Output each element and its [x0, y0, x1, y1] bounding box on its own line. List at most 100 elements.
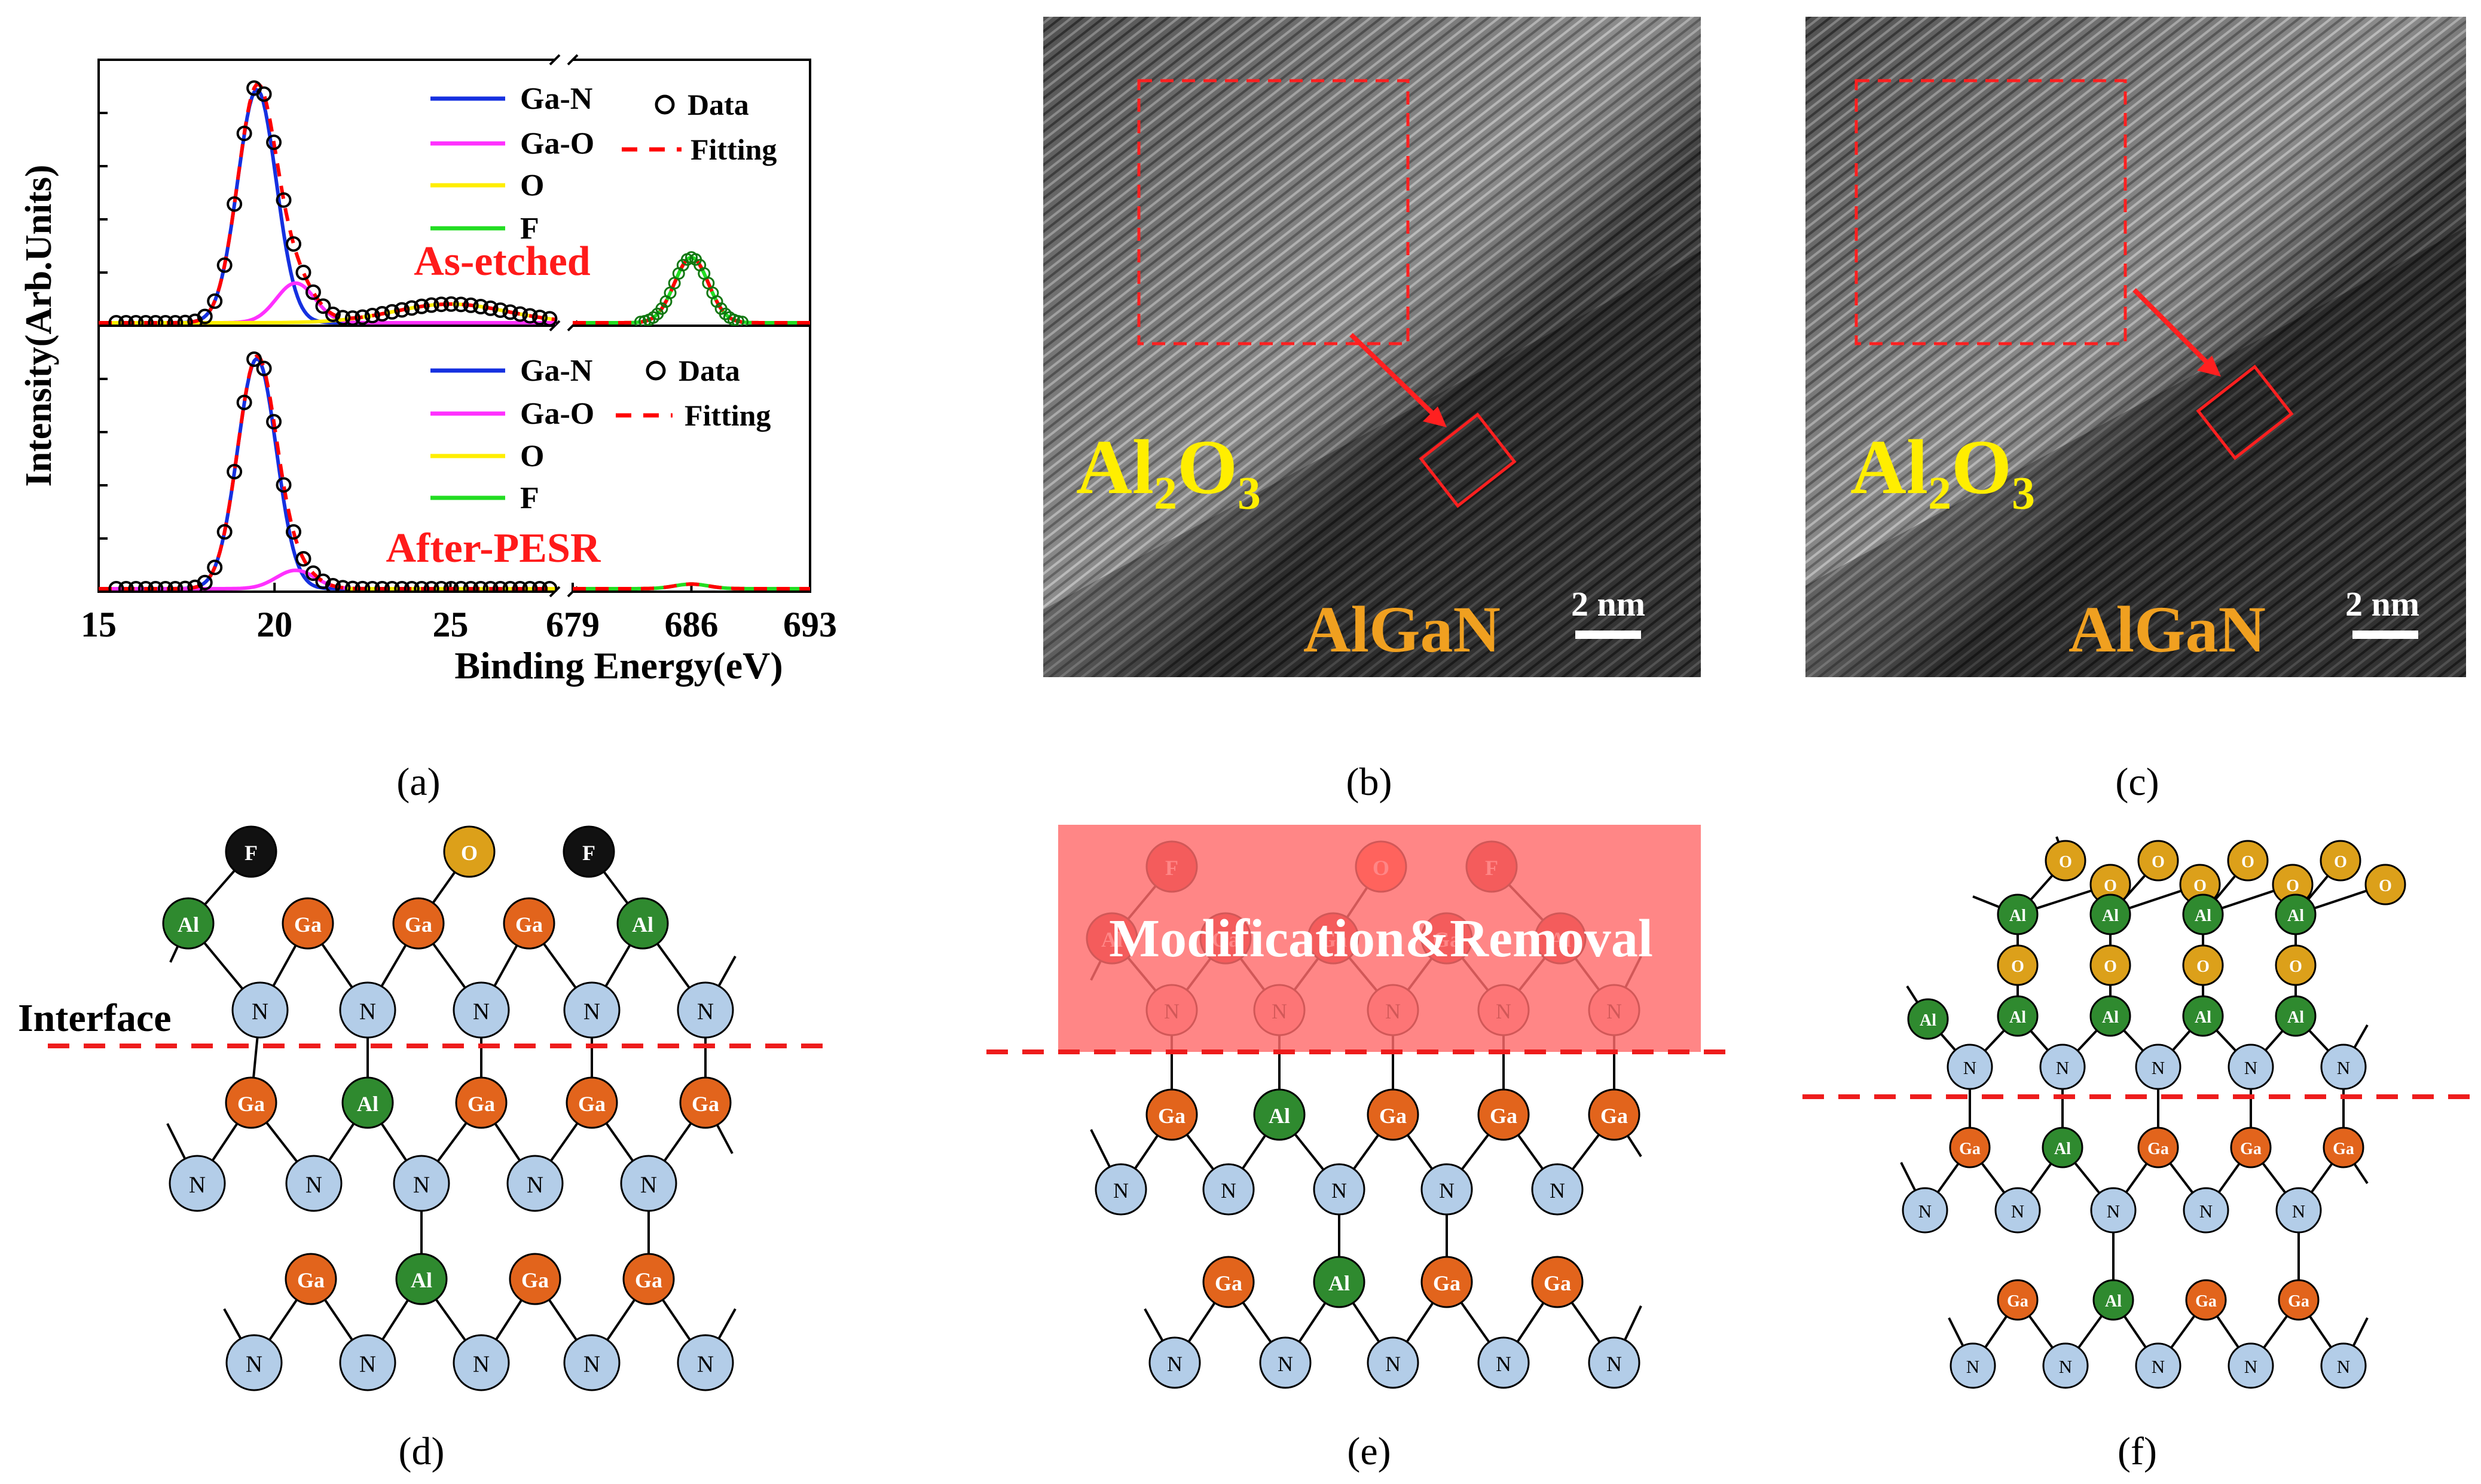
atom-o: O: [2272, 864, 2314, 905]
data-point: [128, 581, 144, 592]
atom-ga: Ga: [285, 1253, 337, 1305]
svg-text:Ga: Ga: [468, 1092, 495, 1116]
atom-n: N: [563, 1334, 621, 1391]
data-point: [542, 581, 558, 592]
svg-text:O: O: [2379, 877, 2392, 895]
atom-n: N: [677, 1334, 734, 1391]
atom-ga: Ga: [566, 1076, 618, 1129]
x-tick-label-693: 693: [783, 605, 837, 644]
data-point: [463, 581, 479, 592]
tem-image-after-pesr: Al₂O₃ AlGaN 2 nm: [1805, 17, 2466, 677]
atom-ga: Ga: [2278, 1279, 2320, 1321]
data-point: [227, 196, 243, 212]
atom-al: Al: [2182, 995, 2224, 1037]
atom-n: N: [1420, 1163, 1473, 1216]
data-point: [148, 581, 164, 592]
svg-text:N: N: [2244, 1057, 2257, 1078]
svg-text:N: N: [1966, 1356, 1979, 1377]
atom-f: F: [563, 825, 615, 878]
atom-f: F: [225, 825, 277, 878]
data-point: [502, 304, 518, 320]
atom-ga: Ga: [1477, 1088, 1530, 1141]
data-point: [167, 580, 184, 592]
data-point: [118, 581, 134, 592]
data-point: [227, 464, 243, 480]
data-point: [216, 257, 233, 273]
data-point: [394, 581, 410, 592]
subplot-label-as-etched: As-etched: [414, 238, 591, 284]
svg-text:N: N: [1496, 1352, 1511, 1376]
data-point: [364, 308, 380, 324]
tem-image-as-etched: Al₂O₃ AlGaN 2 nm: [1043, 17, 1701, 677]
data-point: [286, 524, 302, 540]
atom-n: N: [2275, 1187, 2322, 1234]
legend-f-2: F: [520, 481, 539, 515]
data-point: [256, 86, 272, 102]
legend-o: O: [520, 169, 544, 203]
svg-text:N: N: [1606, 1352, 1622, 1376]
svg-text:Ga: Ga: [2240, 1140, 2262, 1158]
svg-text:O: O: [2289, 957, 2302, 976]
data-point: [276, 477, 292, 493]
atom-o: O: [2364, 864, 2406, 905]
data-point: [374, 581, 390, 592]
svg-text:N: N: [1167, 1352, 1183, 1376]
legend-f: F: [520, 212, 539, 246]
legend-ga-o: Ga-O: [520, 127, 594, 161]
atom-n: N: [1202, 1163, 1255, 1216]
atom-ga: Ga: [282, 897, 334, 950]
svg-text:Al: Al: [2195, 1008, 2211, 1027]
atom-ga: Ga: [1420, 1256, 1473, 1308]
data-point: [433, 296, 450, 313]
svg-text:O: O: [2193, 877, 2207, 895]
data-point: [197, 308, 213, 325]
data-point: [108, 581, 124, 592]
svg-text:O: O: [2011, 957, 2024, 976]
svg-text:Al: Al: [2009, 1008, 2026, 1027]
legend-ga-n: Ga-N: [520, 82, 592, 116]
svg-text:Al: Al: [1328, 1271, 1350, 1295]
roi-box: [1419, 412, 1517, 508]
data-point: [453, 296, 469, 313]
data-point: [404, 300, 420, 316]
data-point: [128, 315, 144, 326]
svg-text:Ga: Ga: [635, 1268, 662, 1292]
svg-text:Ga: Ga: [294, 913, 322, 937]
atom-o: O: [2320, 840, 2361, 882]
atom-n: N: [563, 981, 621, 1039]
atom-n: N: [1950, 1342, 1996, 1389]
atom-al: Al: [1253, 1088, 1306, 1141]
scale-bar-label-2: 2 nm: [2345, 585, 2419, 623]
atom-n: N: [1477, 1336, 1530, 1389]
zoom-inset-box: [1137, 79, 1410, 345]
data-point: [355, 309, 371, 325]
zoom-arrow-2: [2132, 288, 2214, 369]
data-point: [305, 284, 321, 300]
atom-n: N: [1313, 1163, 1365, 1216]
svg-text:Al: Al: [1920, 1011, 1936, 1030]
atom-ga: Ga: [2137, 1127, 2179, 1168]
data-point: [216, 524, 233, 540]
panel-label-a: (a): [396, 760, 440, 804]
data-point: [344, 580, 360, 592]
data-point: [394, 302, 410, 318]
atom-n: N: [620, 1155, 677, 1212]
svg-text:Ga: Ga: [1490, 1104, 1517, 1128]
data-point: [482, 300, 499, 316]
x-tick-label-25: 25: [432, 605, 468, 644]
data-point: [731, 315, 744, 326]
atom-n: N: [1994, 1187, 2041, 1234]
svg-text:F: F: [245, 841, 258, 865]
data-point: [473, 581, 489, 592]
svg-text:N: N: [527, 1172, 543, 1198]
svg-text:N: N: [2107, 1201, 2120, 1222]
atom-n: N: [1947, 1044, 1993, 1090]
data-point: [512, 581, 528, 592]
svg-text:N: N: [2337, 1356, 2350, 1377]
atom-n: N: [393, 1155, 450, 1212]
atom-ga: Ga: [509, 1253, 561, 1305]
data-point: [384, 304, 400, 320]
atom-o: O: [2045, 840, 2086, 882]
